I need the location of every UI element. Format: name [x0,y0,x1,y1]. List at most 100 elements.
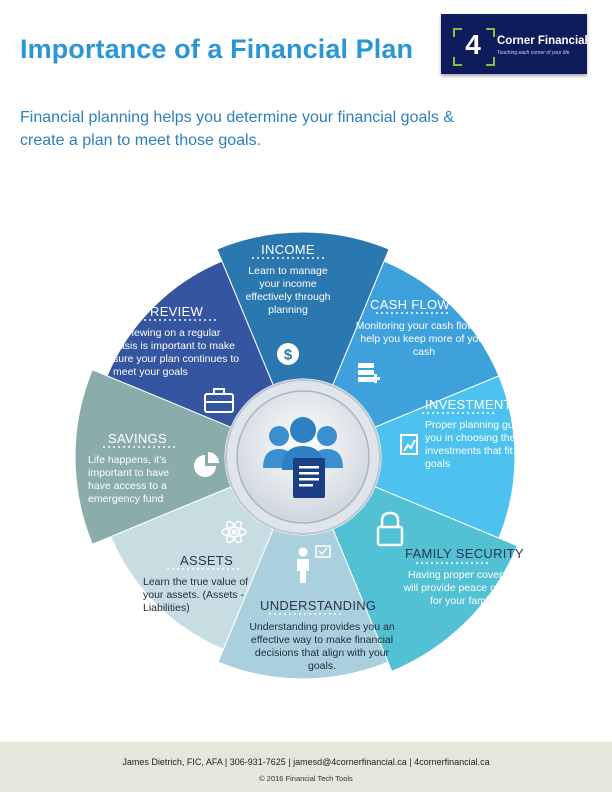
separator-dot [236,567,240,571]
separator-dot [211,567,215,571]
separator-dot [221,567,225,571]
team-document-icon [263,417,343,498]
separator-dot [306,256,310,260]
svg-text:$: $ [284,347,293,364]
cash-flow-title: CASH FLOW [370,297,450,312]
separator-dot [271,256,275,260]
separator-dot [198,318,202,322]
separator-dot [191,567,195,571]
separator-dot [316,256,320,260]
separator-dot [158,318,162,322]
logo-number: 4 [465,29,481,60]
separator-dot [206,567,210,571]
review-title: REVIEW [150,304,204,319]
separator-dot [148,318,152,322]
separator-dot [421,411,425,415]
separator-dot [446,411,450,415]
investment-text: Proper planning guides you in choosing t… [425,419,536,470]
separator-dot [455,561,459,565]
separator-dot [435,311,439,315]
savings-text: Life happens, it's important to have hav… [88,454,170,505]
separator-dot [400,311,404,315]
separator-dot [266,256,270,260]
separator-dot [153,318,157,322]
separator-dot [178,318,182,322]
separator-dot [328,612,332,616]
separator-dot [137,445,141,449]
separator-dot [273,612,277,616]
separator-dot [283,612,287,616]
separator-dot [122,445,126,449]
separator-dot [163,318,167,322]
assets-text: Learn the true value of your assets. (As… [143,576,249,614]
separator-dot [132,445,136,449]
separator-dot [251,256,255,260]
income-text: Learn to manage your income effectively … [245,265,331,316]
separator-dot [278,612,282,616]
separator-dot [420,561,424,565]
separator-dot [436,411,440,415]
separator-dot [171,567,175,571]
company-logo: 4 Corner Financial Touching each corner … [441,14,588,74]
separator-dot [445,311,449,315]
separator-dot [303,612,307,616]
separator-dot [147,445,151,449]
separator-dot [301,256,305,260]
segment-income [216,231,390,386]
separator-dot [152,445,156,449]
separator-dot [485,561,489,565]
separator-dot [188,318,192,322]
separator-dot [390,311,394,315]
separator-dot [276,256,280,260]
separator-dot [216,567,220,571]
separator-dot [318,612,322,616]
separator-dot [420,311,424,315]
separator-dot [296,256,300,260]
presenter-icon [297,545,331,583]
separator-dot [395,311,399,315]
financial-plan-wheel: $ [74,231,518,680]
family-security-text: Having proper coverage will provide peac… [403,569,525,607]
separator-dot [385,311,389,315]
cash-stack-icon [358,363,380,383]
family-security-title: FAMILY SECURITY [405,546,524,561]
separator-dot [426,411,430,415]
separator-dot [476,411,480,415]
footer: James Dietrich, FIC, AFA | 306-931-7625 … [0,742,612,792]
separator-dot [430,561,434,565]
separator-dot [196,567,200,571]
separator-dot [226,567,230,571]
separator-dot [431,411,435,415]
separator-dot [323,612,327,616]
briefcase-icon [204,388,234,413]
separator-dot [281,256,285,260]
separator-dot [268,612,272,616]
separator-dot [168,318,172,322]
separator-dot [172,445,176,449]
separator-dot [261,256,265,260]
wheel-segments [74,231,518,680]
separator-dot [435,561,439,565]
separator-dot [333,612,337,616]
separator-dot [208,318,212,322]
separator-dot [201,567,205,571]
separator-dot [102,445,106,449]
separator-dot [256,256,260,260]
understanding-title: UNDERSTANDING [260,598,377,613]
separator-dot [480,561,484,565]
separator-dot [471,411,475,415]
separator-dot [117,445,121,449]
separator-dot [405,311,409,315]
savings-title: SAVINGS [108,431,167,446]
separator-dot [288,612,292,616]
separator-dot [321,256,325,260]
separator-dot [461,411,465,415]
footer-copyright: © 2016 Financial Tech Tools [259,774,353,783]
separator-dot [143,318,147,322]
separator-dot [440,561,444,565]
separator-dot [293,612,297,616]
separator-dot [486,411,490,415]
separator-dot [183,318,187,322]
separator-dot [425,561,429,565]
separator-dot [451,411,455,415]
